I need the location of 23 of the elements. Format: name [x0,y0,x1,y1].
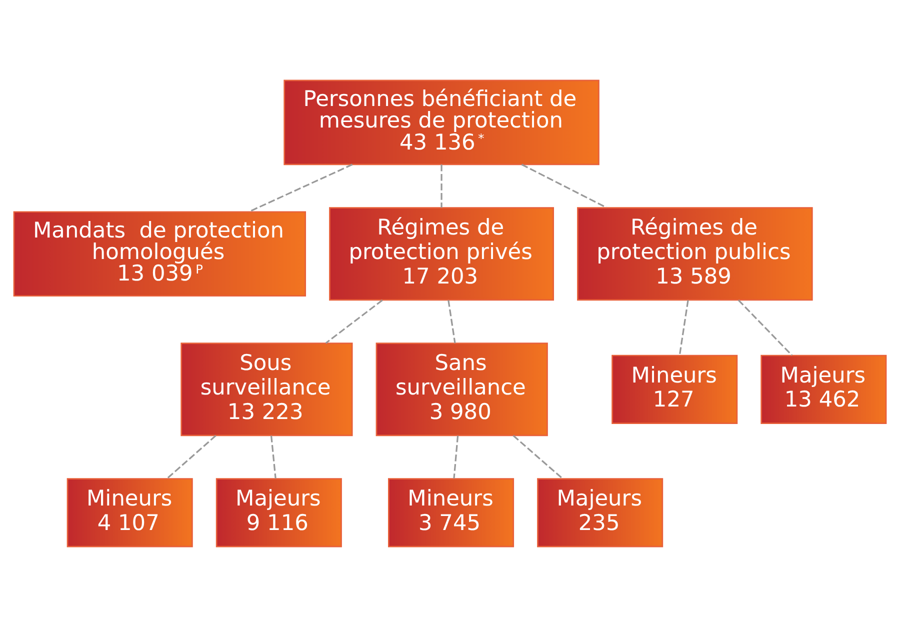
node-box: Majeurs 9 116 [216,478,342,548]
connector [448,300,456,344]
connector [248,164,353,213]
connector [440,164,442,208]
node-box: Majeurs 13 462 [760,354,887,424]
node-box: Régimes de protection publics 13 589 [577,207,813,301]
node-box: Mineurs 4 107 [66,478,193,548]
connector [678,300,689,356]
node-box: Mandats de protection homologués 13 039$^{P}$ [13,211,306,297]
connector [512,435,563,480]
connector [325,300,383,344]
node-box: Régimes de protection privés 17 203 [329,207,554,301]
node-box: Sans surveillance 3 980 [376,342,548,436]
node-box: Mineurs 3 745 [388,478,514,548]
connector [270,436,276,479]
connector [738,300,793,356]
connector [521,164,607,208]
connector [453,436,459,479]
connector [166,435,216,480]
node-box: Mineurs 127 [612,354,738,424]
node-box: Majeurs 235 [537,478,664,548]
node-box: Sous surveillance 13 223 [180,342,353,436]
node-box: Personnes bénéficiant de mesures de protection 43 136$^{*}$ [284,80,600,166]
